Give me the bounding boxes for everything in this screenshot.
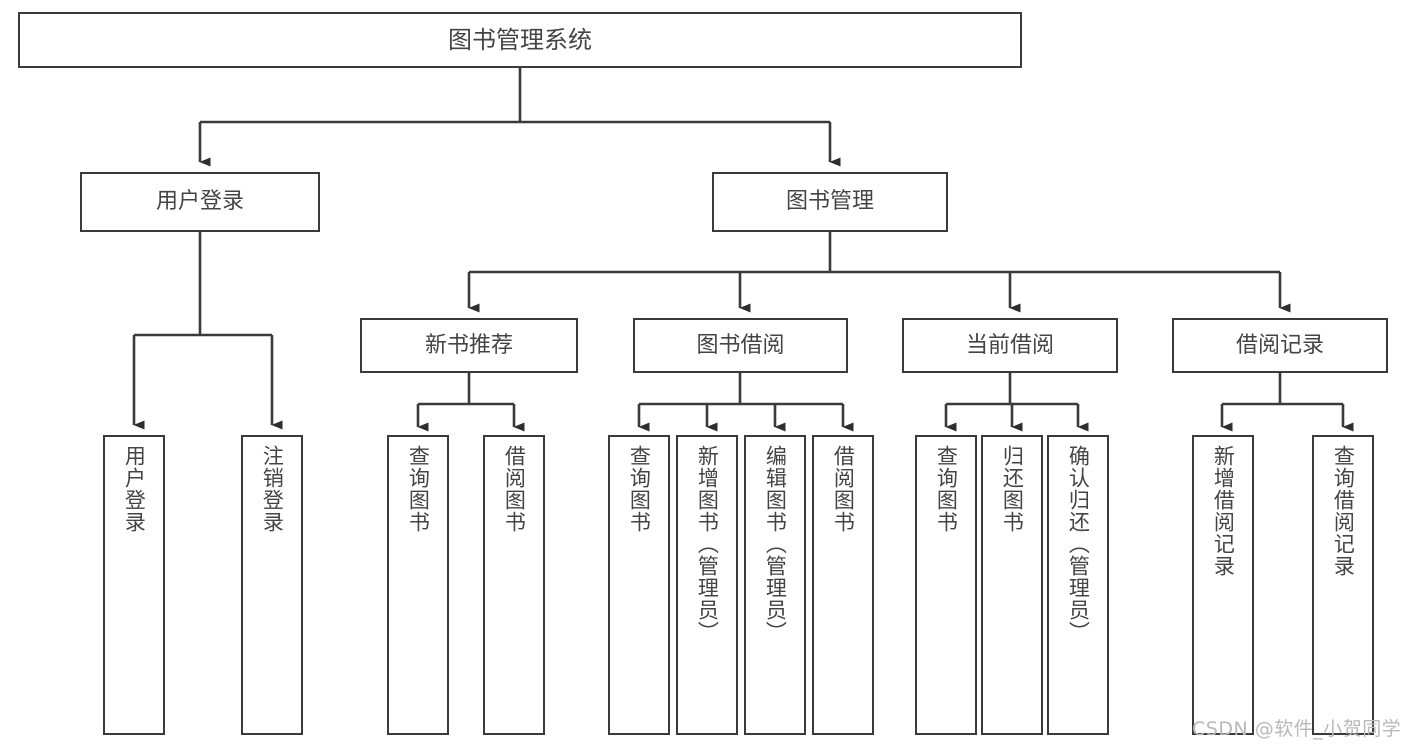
node-borrow-records[interactable]: 借阅记录 [1172, 318, 1388, 373]
node-label: 查询图书 [627, 445, 652, 533]
leaf-user-login-logout[interactable]: 注销登录 [241, 435, 303, 735]
node-user-login[interactable]: 用户登录 [80, 172, 320, 232]
leaf-user-login-login[interactable]: 用户登录 [103, 435, 165, 735]
node-root-book-management-system[interactable]: 图书管理系统 [18, 12, 1022, 68]
leaf-book-borrow-query-book[interactable]: 查询图书 [608, 435, 670, 735]
leaf-borrow-records-query-record[interactable]: 查询借阅记录 [1312, 435, 1374, 735]
leaf-current-borrow-confirm-return-admin[interactable]: 确认归还（管理员） [1047, 435, 1109, 735]
leaf-book-borrow-edit-book-admin[interactable]: 编辑图书（管理员） [744, 435, 806, 735]
node-label: 查询图书 [406, 445, 431, 533]
node-new-book-recommend[interactable]: 新书推荐 [360, 318, 578, 373]
node-label: 图书借阅 [696, 332, 785, 358]
node-current-borrow[interactable]: 当前借阅 [902, 318, 1118, 373]
node-label: 借阅记录 [1235, 332, 1324, 358]
node-label: 编辑图书（管理员） [763, 445, 788, 643]
leaf-new-book-borrow-book[interactable]: 借阅图书 [483, 435, 545, 735]
node-label: 用户登录 [155, 189, 244, 214]
node-label: 新增图书（管理员） [695, 445, 720, 643]
node-label: 借阅图书 [831, 445, 856, 533]
node-label: 当前借阅 [965, 332, 1054, 358]
node-label: 用户登录 [122, 445, 147, 533]
node-label: 新书推荐 [424, 332, 513, 358]
node-label: 注销登录 [260, 445, 285, 533]
node-book-borrow[interactable]: 图书借阅 [633, 318, 848, 373]
node-label: 新增借阅记录 [1211, 445, 1236, 577]
leaf-book-borrow-add-book-admin[interactable]: 新增图书（管理员） [676, 435, 738, 735]
csdn-watermark: CSDN @软件_小贺同学 [1192, 718, 1402, 740]
leaf-borrow-records-add-record[interactable]: 新增借阅记录 [1192, 435, 1254, 735]
leaf-current-borrow-query-book[interactable]: 查询图书 [915, 435, 977, 735]
leaf-current-borrow-return-book[interactable]: 归还图书 [981, 435, 1043, 735]
node-label: 确认归还（管理员） [1066, 445, 1091, 643]
node-label: 查询图书 [934, 445, 959, 533]
node-label: 归还图书 [1000, 445, 1025, 533]
node-label: 借阅图书 [502, 445, 527, 533]
leaf-book-borrow-borrow-book[interactable]: 借阅图书 [812, 435, 874, 735]
node-label: 图书管理系统 [448, 26, 592, 54]
leaf-new-book-query-book[interactable]: 查询图书 [387, 435, 449, 735]
node-label: 查询借阅记录 [1331, 445, 1356, 577]
node-book-management[interactable]: 图书管理 [712, 172, 948, 232]
node-label: 图书管理 [785, 189, 874, 214]
